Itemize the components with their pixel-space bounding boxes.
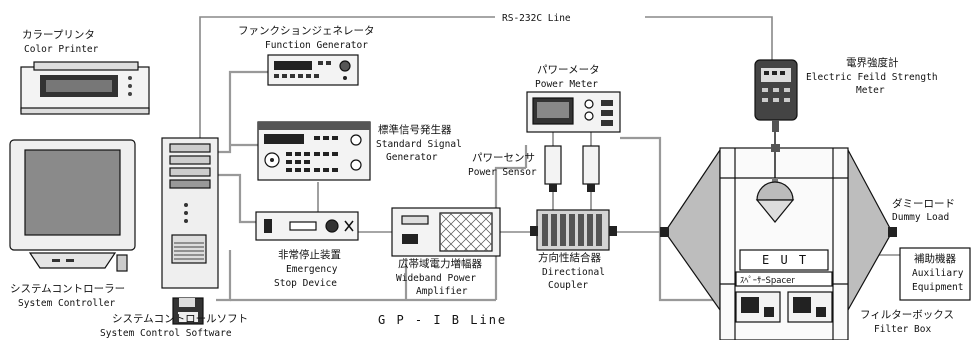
aux-label-en2: Equipment <box>912 282 963 293</box>
function-generator-label-jp: ファンクションジェネレータ <box>238 25 375 37</box>
field-probe <box>755 178 795 223</box>
efs-meter-label-en1: Electric Feild Strength <box>806 72 938 83</box>
filter-box-label-en: Filter Box <box>874 324 931 335</box>
coupler-label-jp: 方向性結合器 <box>538 251 601 264</box>
standard-signal-generator <box>257 121 371 181</box>
wideband-power-amplifier <box>391 207 501 257</box>
electric-field-strength-meter <box>754 59 798 132</box>
power-meter-label-en: Power Meter <box>535 79 598 90</box>
power-sensor-label-jp: パワーセンサ <box>472 152 535 164</box>
power-meter-label-jp: パワーメータ <box>537 64 600 76</box>
function-generator <box>267 54 359 86</box>
gpib-line-fg <box>216 70 268 154</box>
chamber-input-connector <box>660 227 669 237</box>
emergency-label-en1: Emergency <box>286 264 338 275</box>
coupler-label-en2: Coupler <box>548 280 588 291</box>
ssg-label-jp: 標準信号発生器 <box>378 123 452 136</box>
system-software-label-jp: システムコントロールソフト <box>112 313 248 325</box>
emergency-label-jp: 非常停止装置 <box>278 248 341 261</box>
dummy-load-label-jp: ダミーロード <box>892 197 955 210</box>
aux-label-jp: 補助機器 <box>914 252 956 265</box>
system-controller-label-jp: システムコントローラー <box>10 283 125 295</box>
directional-coupler <box>530 209 617 251</box>
emergency-label-en2: Stop Device <box>274 278 337 289</box>
function-generator-label-en: Function Generator <box>265 40 368 51</box>
emergency-stop-device <box>255 211 359 241</box>
labels: RS-232C Line カラープリンタ Color Printer ファンクシ… <box>10 10 964 339</box>
dummy-load-connector <box>888 227 897 237</box>
filter-box-connectors <box>735 291 833 323</box>
power-sensor-label-en: Power Sensor <box>468 167 537 178</box>
power-sensors <box>544 145 600 192</box>
auxiliary-equipment-box <box>899 247 971 301</box>
test-chamber <box>660 132 897 340</box>
amplifier-label-en1: Wideband Power <box>396 273 476 284</box>
color-printer-label-jp: カラープリンタ <box>22 29 95 41</box>
color-printer-label-en: Color Printer <box>24 44 99 55</box>
color-printer <box>20 61 150 115</box>
spacer-label: ｽﾍﾟｰｻｰSpacer <box>740 276 795 286</box>
rs232c-line <box>199 16 773 153</box>
eut-label: E U T <box>762 253 808 267</box>
system-controller-label-en: System Controller <box>18 298 116 309</box>
power-meter <box>526 91 621 133</box>
system-software-label-en: System Control Software <box>100 328 232 339</box>
gpib-line-estop <box>216 173 256 224</box>
gpib-label: G P - I B Line <box>378 313 507 327</box>
rs232c-label-bg <box>495 10 645 24</box>
ssg-label-en1: Standard Signal <box>376 139 462 150</box>
amplifier-label-en2: Amplifier <box>416 286 468 297</box>
dummy-load-label-en: Dummy Load <box>892 212 949 223</box>
amplifier-label-jp: 広帯域電力増幅器 <box>398 257 482 270</box>
ssg-label-en2: Generator <box>386 152 438 163</box>
coupler-label-en1: Directional <box>542 267 605 278</box>
floppy-disk-icon <box>172 297 204 325</box>
filter-box-label-jp: フィルターボックス <box>860 309 954 321</box>
aux-label-en1: Auxiliary <box>912 268 964 279</box>
system-controller-tower <box>161 137 219 289</box>
efs-meter-label-jp: 電界強度計 <box>846 56 899 69</box>
rs232c-label: RS-232C Line <box>502 13 571 24</box>
efs-meter-label-en2: Meter <box>856 85 885 96</box>
system-controller-monitor <box>9 139 136 272</box>
